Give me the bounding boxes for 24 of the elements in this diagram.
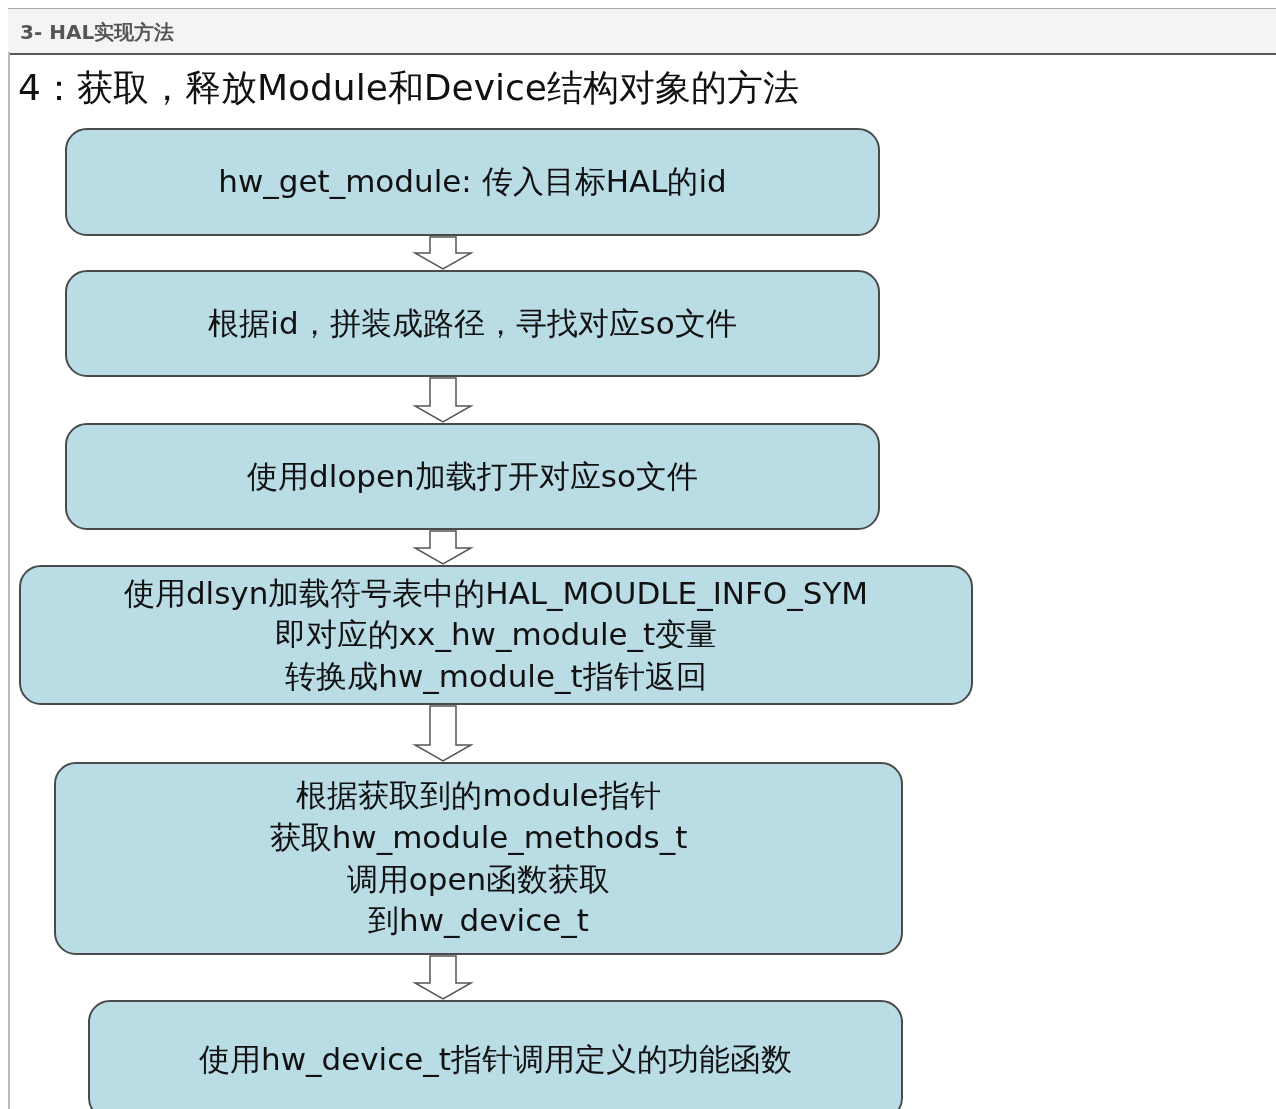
box-text: 根据获取到的module指针 — [296, 776, 661, 816]
process-box — [88, 1000, 903, 1109]
box-text: 转换成hw_module_t指针返回 — [285, 656, 707, 696]
process-box — [65, 423, 880, 530]
block-arrow — [412, 530, 474, 565]
box-text: 获取hw_module_methods_t — [269, 817, 688, 857]
slide-title: 4：获取，释放Module和Device结构对象的方法 — [18, 66, 799, 110]
box-text: 到hw_device_t — [368, 901, 589, 941]
process-box — [65, 128, 880, 236]
box-text: 调用open函数获取 — [346, 859, 611, 899]
box-text: hw_get_module: 传入目标HAL的id — [218, 162, 727, 202]
block-arrow — [412, 955, 474, 1000]
block-arrow — [412, 377, 474, 423]
box-text: 根据id，拼装成路径，寻找对应so文件 — [208, 303, 737, 343]
section-heading: 3- HAL实现方法 — [20, 19, 175, 46]
block-arrow — [412, 705, 474, 762]
process-box — [19, 565, 973, 705]
block-arrow — [412, 236, 474, 270]
box-text: 使用hw_device_t指针调用定义的功能函数 — [199, 1040, 792, 1080]
box-text: 使用dlsyn加载符号表中的HAL_MOUDLE_INFO_SYM — [123, 573, 869, 613]
process-box — [54, 762, 903, 955]
box-text: 使用dlopen加载打开对应so文件 — [247, 456, 698, 496]
process-box — [65, 270, 880, 377]
box-text: 即对应的xx_hw_module_t变量 — [274, 615, 718, 655]
